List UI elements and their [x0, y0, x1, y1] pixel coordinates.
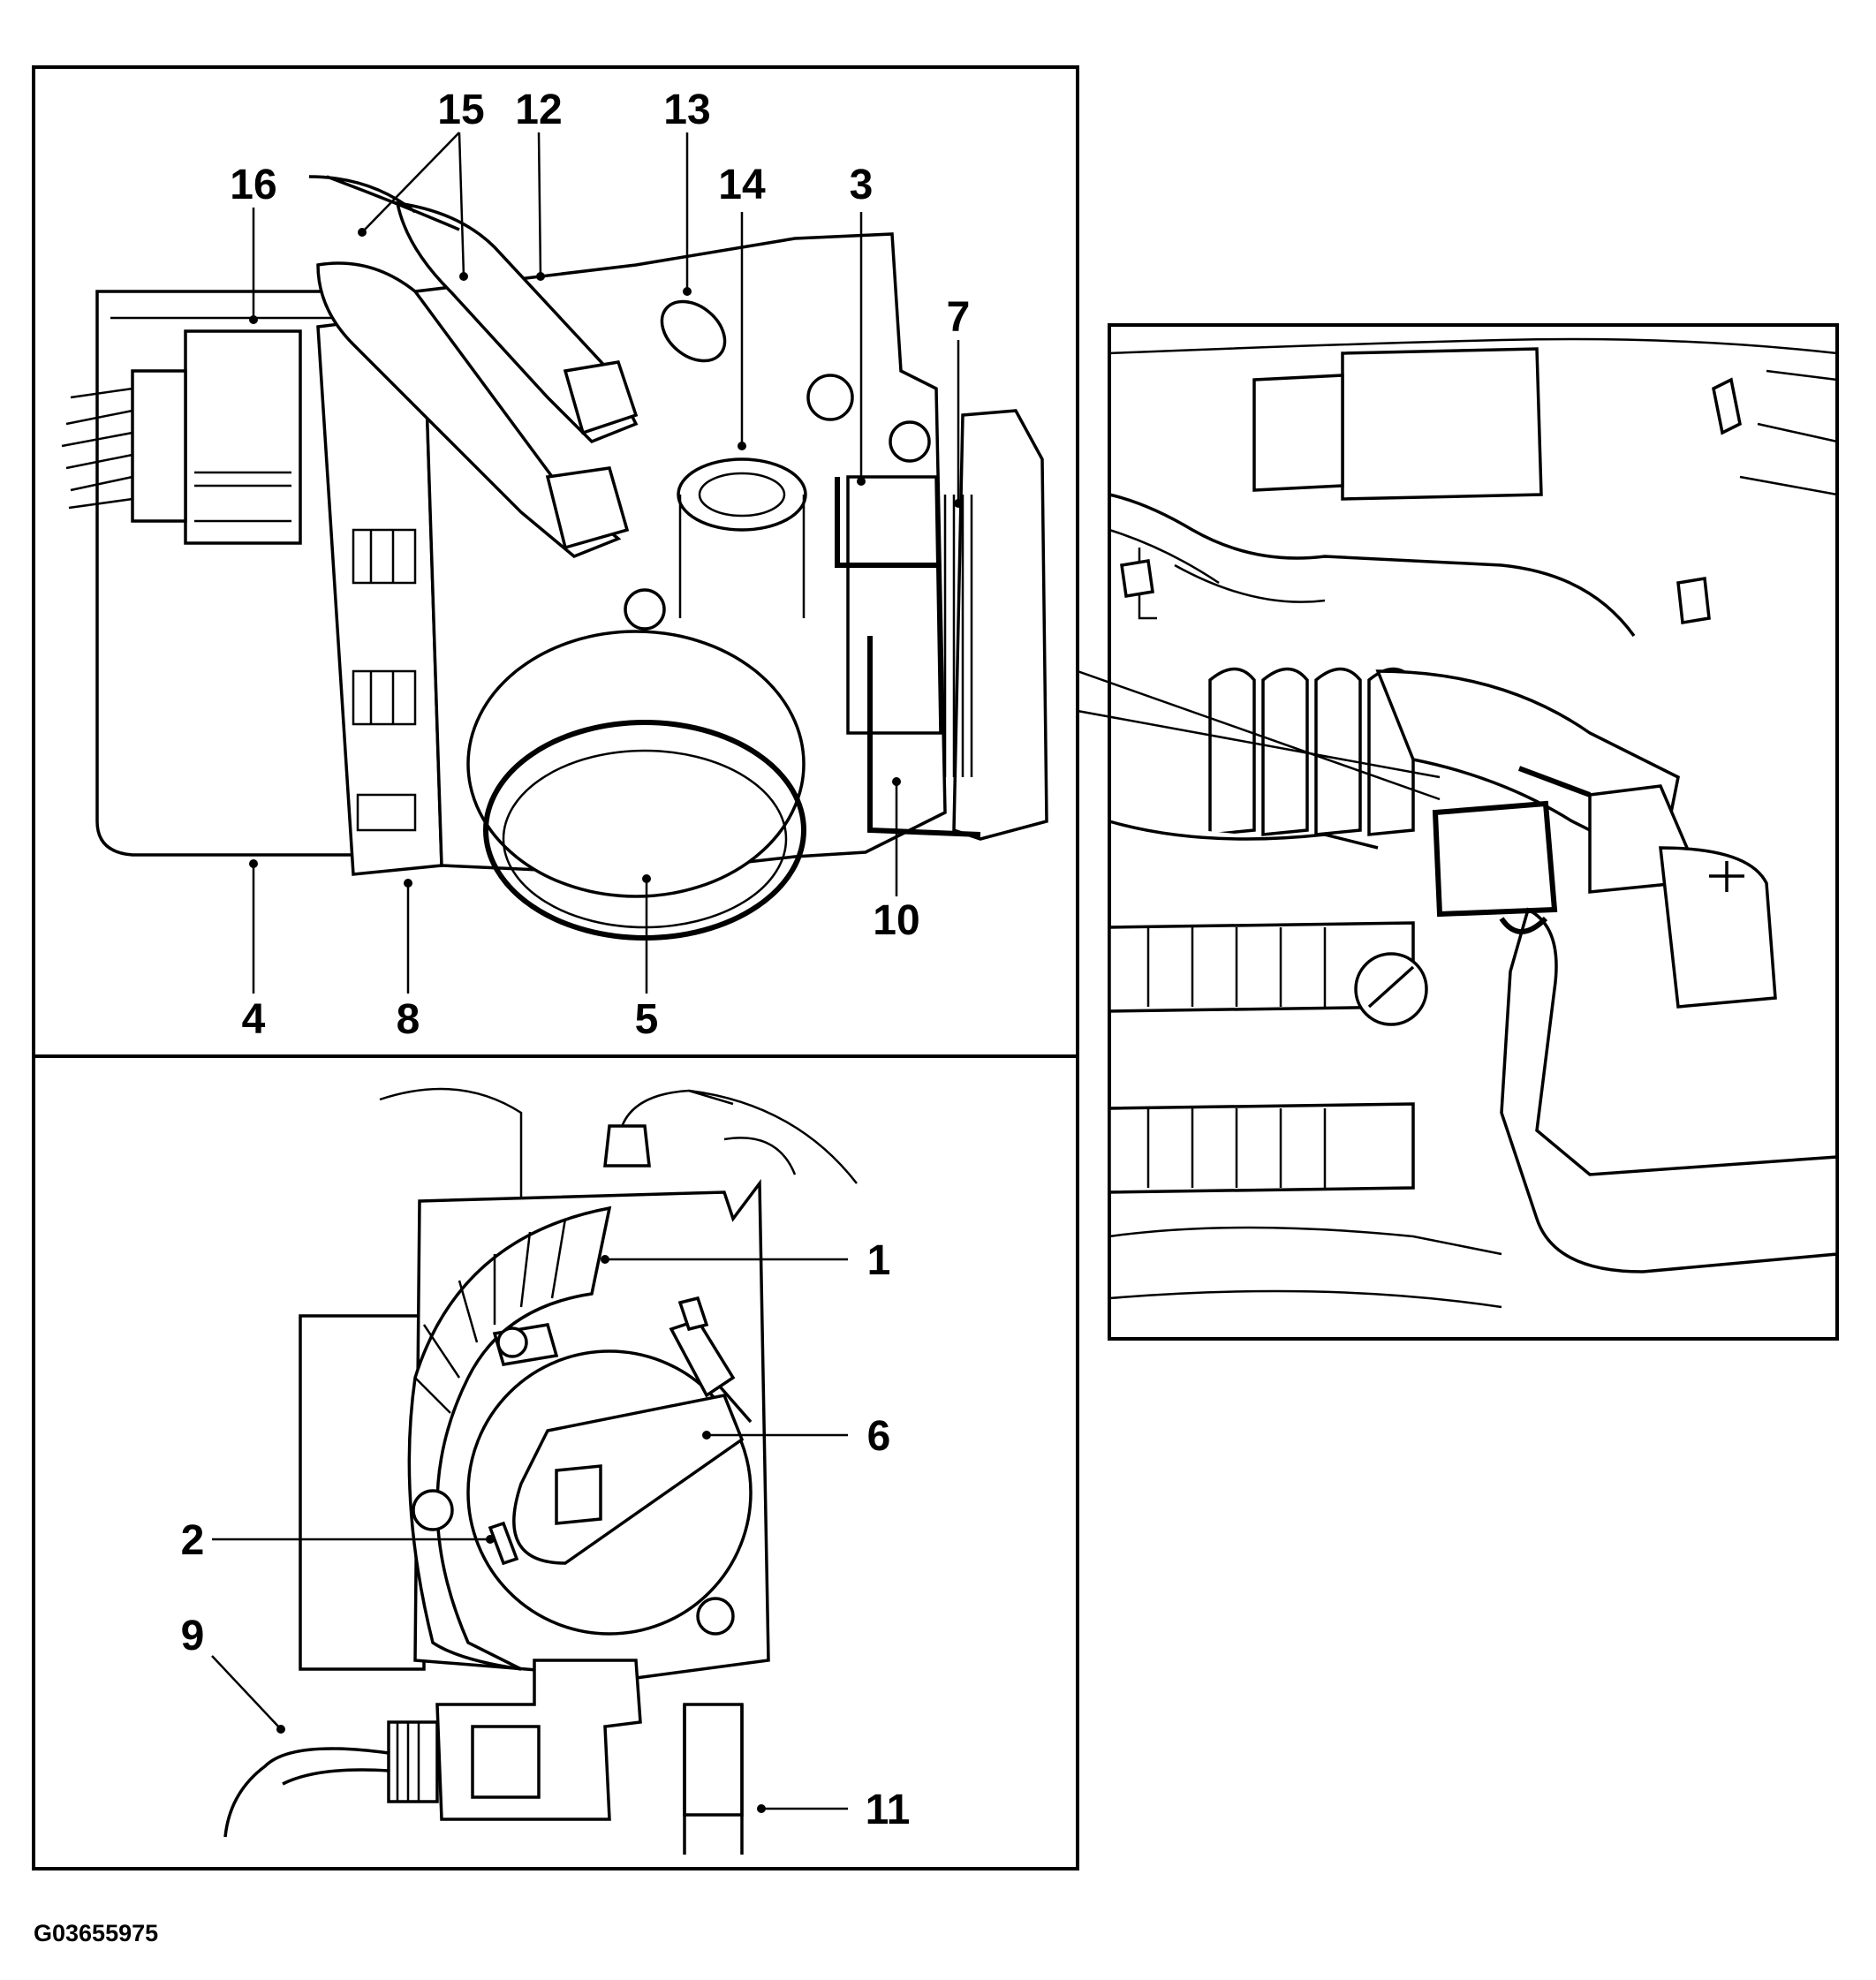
- callout-1: 1: [867, 1237, 891, 1284]
- callout-9: 9: [181, 1613, 205, 1659]
- figure-id: G03655975: [34, 1920, 158, 1946]
- callout-2: 2: [181, 1517, 205, 1564]
- panel-engine-bay-overview: [1077, 323, 1839, 1341]
- callout-4: 4: [242, 996, 266, 1043]
- callout-5: 5: [635, 996, 659, 1043]
- callout-6: 6: [867, 1413, 891, 1460]
- callout-8: 8: [397, 996, 420, 1043]
- callout-14: 14: [718, 162, 766, 208]
- callout-16: 16: [230, 162, 276, 208]
- panel-throttle-body-perspective: 15 12 13 16 14 3 7 10 4 8 5: [32, 65, 1079, 1058]
- callout-3: 3: [850, 162, 874, 208]
- callout-15: 15: [437, 87, 484, 133]
- callout-7: 7: [947, 294, 971, 341]
- panel-throttle-linkage: 1 6 2 9 11: [32, 1054, 1079, 1870]
- callout-13: 13: [663, 87, 710, 133]
- callout-10: 10: [873, 897, 919, 944]
- callout-11: 11: [866, 1787, 911, 1833]
- callout-12: 12: [515, 87, 562, 133]
